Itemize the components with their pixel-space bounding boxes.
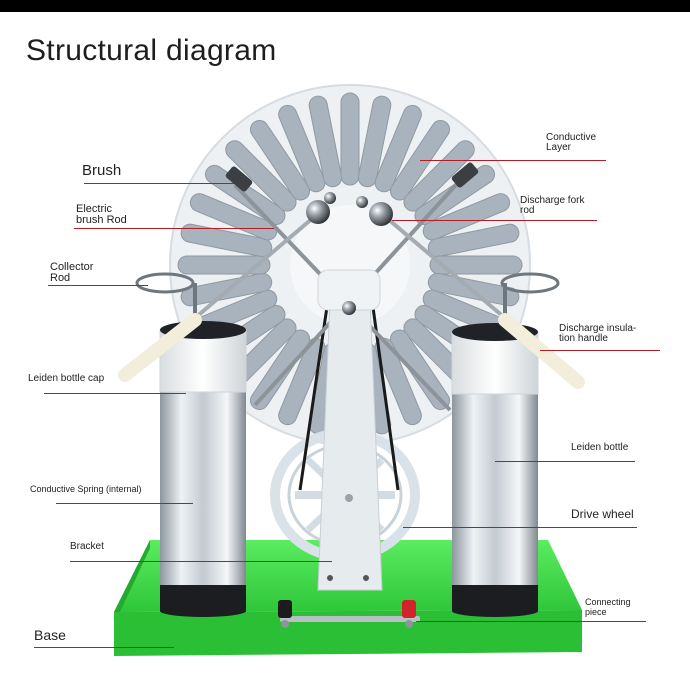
foil-sector bbox=[429, 255, 523, 275]
label-conductive-spring: Conductive Spring (internal) bbox=[30, 484, 142, 494]
leader-connecting-piece bbox=[416, 621, 646, 622]
connecting-piece bbox=[278, 600, 420, 628]
label-discharge-insulation-handle: Discharge insula-tion handle bbox=[559, 323, 637, 344]
foil-sector bbox=[308, 95, 343, 188]
label-base: Base bbox=[34, 627, 66, 643]
leader-leiden-bottle bbox=[495, 461, 635, 462]
foil-sector bbox=[278, 104, 326, 193]
leader-collector-rod bbox=[48, 285, 148, 286]
leader-brush bbox=[84, 183, 234, 184]
label-leiden-bottle: Leiden bottle bbox=[571, 442, 629, 453]
foil-sector bbox=[249, 119, 311, 201]
leader-discharge-fork-rod bbox=[392, 220, 597, 221]
leiden-bottle-left bbox=[118, 313, 247, 617]
foil-sector bbox=[357, 95, 392, 188]
leader-conductive-spring bbox=[56, 503, 193, 504]
diagram-title: Structural diagram bbox=[26, 34, 277, 67]
leader-conductive-layer bbox=[420, 160, 606, 161]
foil-sector bbox=[340, 92, 360, 186]
foil-sector bbox=[374, 104, 422, 193]
discharge-fork-rods bbox=[193, 192, 507, 320]
leader-leiden-bottle-cap bbox=[44, 393, 186, 394]
foil-sector bbox=[180, 223, 273, 258]
leiden-bottle-right bbox=[451, 313, 585, 617]
leader-bracket bbox=[70, 561, 332, 562]
top-bar bbox=[0, 0, 690, 12]
foil-sector bbox=[427, 223, 520, 258]
leader-discharge-insulation-handle bbox=[540, 350, 660, 351]
label-leiden-bottle-cap: Leiden bottle cap bbox=[28, 373, 105, 384]
disc bbox=[169, 84, 531, 446]
leader-electric-brush-rod bbox=[74, 228, 274, 229]
bracket bbox=[317, 269, 383, 591]
foil-sector bbox=[403, 140, 475, 212]
label-brush: Brush bbox=[82, 162, 122, 179]
foil-sector bbox=[249, 329, 311, 411]
label-bracket: Bracket bbox=[70, 541, 104, 552]
leader-drive-wheel bbox=[403, 527, 637, 528]
foil-sector bbox=[177, 255, 271, 275]
label-drive-wheel: Drive wheel bbox=[571, 507, 634, 521]
leader-base bbox=[34, 647, 174, 648]
foil-sector bbox=[225, 140, 297, 212]
foil-sector bbox=[278, 337, 326, 426]
foil-sector bbox=[422, 193, 511, 241]
